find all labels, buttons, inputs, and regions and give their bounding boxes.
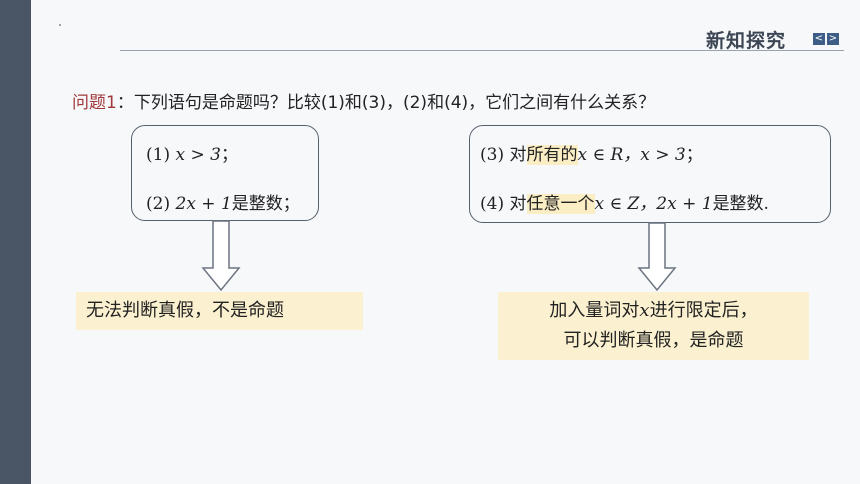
note-text: 进行限定后，	[649, 300, 758, 321]
statement-tail: ；	[220, 145, 238, 165]
statement-2: (2) 2x + 1是整数；	[146, 189, 300, 214]
statement-number: (4)	[480, 194, 505, 214]
statement-math: x > 3	[175, 145, 221, 165]
prev-slide-button[interactable]: <	[813, 33, 825, 45]
statement-prefix: 对	[509, 194, 527, 214]
quantifier-highlight: 任意一个	[526, 194, 595, 214]
next-slide-button[interactable]: >	[827, 33, 839, 45]
statement-4: (4) 对任意一个x ∈ Z，2x + 1是整数.	[480, 189, 769, 214]
statement-math: x ∈ Z，2x + 1	[594, 194, 713, 214]
decorative-dot	[59, 24, 61, 26]
note-line-1: 加入量词对x进行限定后，	[498, 296, 809, 326]
left-side-bar	[0, 0, 31, 484]
statements-box-left	[131, 125, 319, 221]
conclusion-note-right: 加入量词对x进行限定后， 可以判断真假，是命题	[498, 292, 809, 360]
statement-prefix: 对	[509, 145, 527, 165]
statement-number: (1)	[146, 145, 171, 165]
quantifier-highlight: 所有的	[526, 145, 578, 165]
note-text: 加入量词对	[549, 300, 640, 321]
question-label: 问题1	[72, 93, 117, 113]
statement-3: (3) 对所有的x ∈ R，x > 3；	[480, 140, 703, 165]
note-line-2: 可以判断真假，是命题	[563, 330, 744, 351]
header-divider	[120, 50, 844, 51]
statement-1: (1) x > 3；	[146, 140, 238, 165]
statement-tail: ；	[685, 145, 703, 165]
section-title: 新知探究	[706, 30, 787, 52]
question-body: ：下列语句是命题吗？比较(1)和(3)，(2)和(4)，它们之间有什么关系？	[116, 93, 656, 113]
conclusion-note-left: 无法判断真假，不是命题	[76, 292, 363, 330]
statement-tail: 是整数；	[231, 194, 300, 214]
down-arrow-right-icon	[637, 222, 677, 292]
slide-area	[31, 0, 860, 484]
question-text: 问题1：下列语句是命题吗？比较(1)和(3)，(2)和(4)，它们之间有什么关系…	[72, 88, 655, 113]
statement-number: (2)	[146, 194, 171, 214]
down-arrow-left-icon	[201, 220, 241, 292]
statement-tail: 是整数.	[712, 194, 769, 214]
statement-math: x ∈ R，x > 3	[577, 145, 686, 165]
statement-math: 2x + 1	[175, 194, 232, 214]
statement-number: (3)	[480, 145, 505, 165]
note-math: x	[639, 300, 650, 321]
